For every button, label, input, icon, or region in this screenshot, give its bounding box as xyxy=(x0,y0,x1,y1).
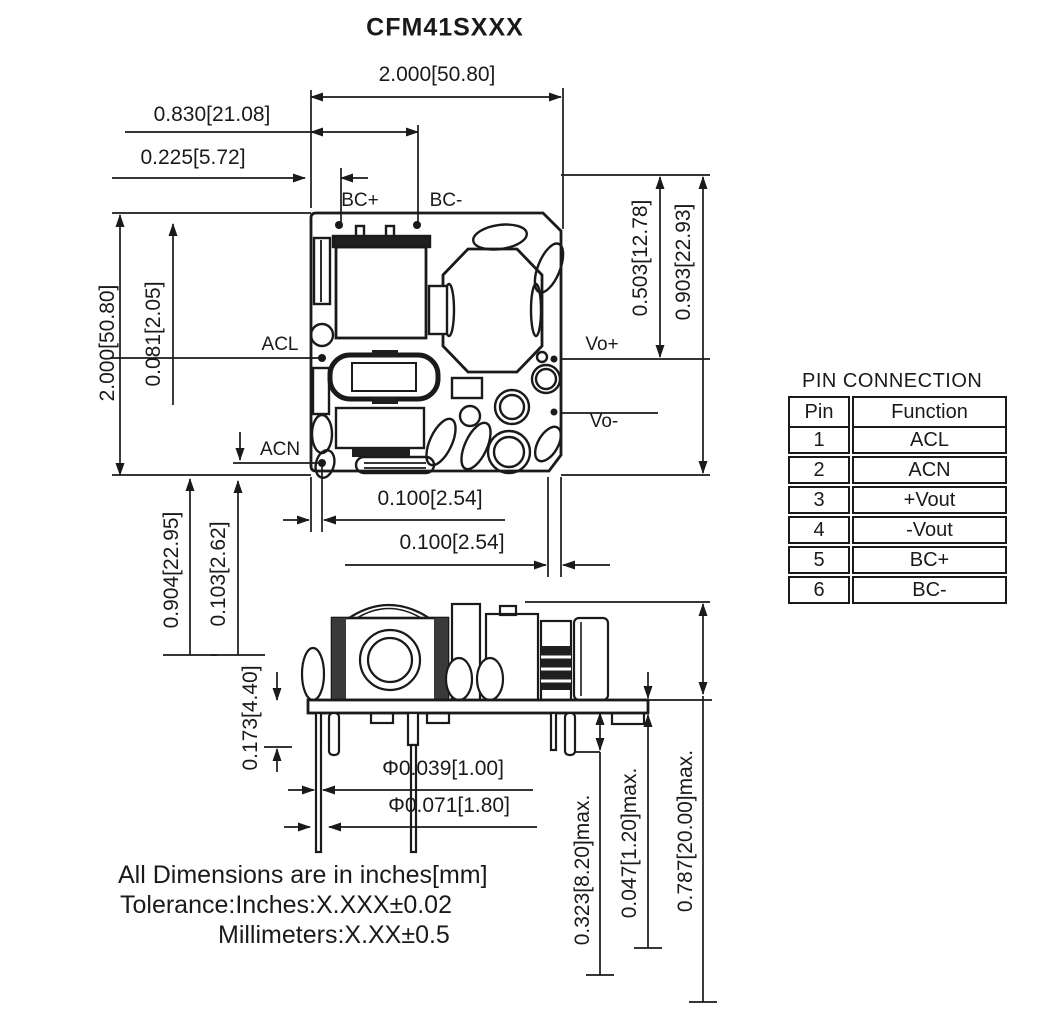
dim-pin-row-offset: 0.081[2.05] xyxy=(142,281,165,387)
label-vo-plus: Vo+ xyxy=(585,334,619,355)
pcb-board-side xyxy=(306,698,650,715)
pin-function: BC+ xyxy=(852,546,1007,574)
note-units: All Dimensions are in inches[mm] xyxy=(118,861,488,889)
pins-side xyxy=(314,711,577,854)
pin-function: ACL xyxy=(852,426,1007,454)
axial-capacitor xyxy=(327,352,441,402)
dim-pin-length: 0.323[8.20]max. xyxy=(571,794,594,946)
drawing-title: CFM41SXXX xyxy=(366,13,524,42)
dim-pin-dia-thick: Φ0.071[1.80] xyxy=(388,794,510,817)
pin-table-header-function: Function xyxy=(852,396,1007,428)
dim-left-lower-b: 0.103[2.62] xyxy=(207,521,230,627)
pin-function: ACN xyxy=(852,456,1007,484)
dim-vo-pin-pitch: 0.100[2.54] xyxy=(399,531,505,554)
dim-left-height: 2.000[50.80] xyxy=(96,284,119,402)
pin-number: 1 xyxy=(788,426,850,454)
dim-top-width: 2.000[50.80] xyxy=(378,63,496,86)
note-tolerance-inches: Tolerance:Inches:X.XXX±0.02 xyxy=(120,891,452,919)
pin-table-header-pin: Pin xyxy=(788,396,850,428)
dim-pin-dia-thin: Φ0.039[1.00] xyxy=(382,757,504,780)
label-acl: ACL xyxy=(261,334,299,355)
dim-vo-minus-offset: 0.903[22.93] xyxy=(672,203,695,321)
pin-table-title: PIN CONNECTION xyxy=(802,370,983,392)
dim-standoff-height: 0.173[4.40] xyxy=(239,665,262,771)
top-view-pcb xyxy=(309,211,565,479)
label-bc-plus: BC+ xyxy=(341,190,379,211)
pin-number: 5 xyxy=(788,546,850,574)
label-bc-minus: BC- xyxy=(429,190,463,211)
dim-bc-minus-offset: 0.830[21.08] xyxy=(153,103,271,126)
note-tolerance-mm: Millimeters:X.XX±0.5 xyxy=(218,921,450,949)
dim-left-lower-a: 0.904[22.95] xyxy=(160,511,183,629)
dimension-lines xyxy=(110,88,717,1003)
pin-function: BC- xyxy=(852,576,1007,604)
label-vo-minus: Vo- xyxy=(589,411,619,432)
transformer-top-bar xyxy=(331,234,432,249)
pin-vo-plus xyxy=(550,355,558,363)
pin-dots xyxy=(318,221,558,467)
pin-vo-minus xyxy=(550,408,558,416)
dim-acn-pin-pitch: 0.100[2.54] xyxy=(377,487,483,510)
dim-vo-plus-offset: 0.503[12.78] xyxy=(629,199,652,317)
octagon-transformer xyxy=(441,247,544,374)
pin-bc-minus xyxy=(413,221,421,229)
dim-total-height: 0.787[20.00]max. xyxy=(674,749,697,913)
transformer-body xyxy=(334,245,428,340)
pin-number: 6 xyxy=(788,576,850,604)
pin-number: 4 xyxy=(788,516,850,544)
pin-function: +Vout xyxy=(852,486,1007,514)
pin-function: -Vout xyxy=(852,516,1007,544)
side-view xyxy=(300,602,650,854)
pin-bc-plus xyxy=(335,221,343,229)
label-acn: ACN xyxy=(259,439,301,460)
pin-number: 3 xyxy=(788,486,850,514)
dim-bc-plus-offset: 0.225[5.72] xyxy=(140,146,246,169)
dim-board-thickness: 0.047[1.20]max. xyxy=(618,767,641,919)
pcb-outline xyxy=(309,211,563,473)
pin-connection-table: Pin Function 1 ACL 2 ACN 3 +Vout 4 -Vout… xyxy=(788,396,1007,604)
pin-number: 2 xyxy=(788,456,850,484)
